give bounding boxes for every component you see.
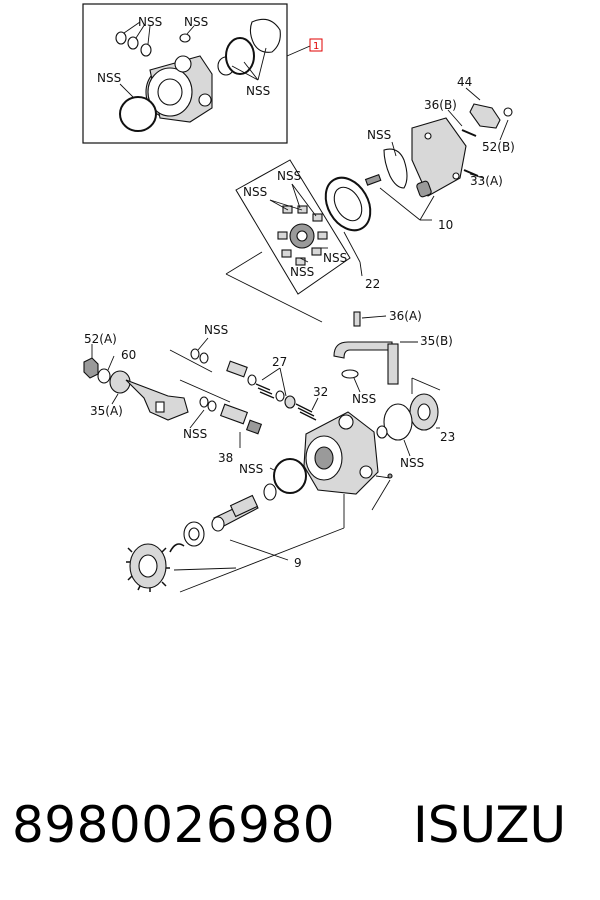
assembly-inset: NSS NSS NSS NSS 1 (82, 3, 323, 144)
part-callout-38: 38 (218, 451, 233, 465)
part-callout-36a: 36(A) (389, 309, 422, 323)
nss-label: NSS (290, 265, 314, 279)
rotor-vane-group: NSS NSS NSS NSS 22 (225, 159, 382, 323)
flow-valve-group: NSS 27 32 NSS 38 (169, 323, 328, 465)
part-callout-35a: 35(A) (90, 404, 123, 418)
brand-name: ISUZU (413, 796, 567, 854)
outlet-pipe-group: 36(A) 35(B) NSS (333, 309, 453, 406)
shaft-gear-group: NSS 9 (126, 458, 345, 593)
inset-frame (82, 3, 288, 144)
nss-label: NSS (246, 84, 270, 98)
nss-label: NSS (352, 392, 376, 406)
part-callout-35b: 35(B) (420, 334, 453, 348)
nss-label: NSS (184, 15, 208, 29)
part-caption: 8980026980 ISUZU (0, 790, 600, 870)
nss-label: NSS (243, 185, 267, 199)
part-callout-52a: 52(A) (84, 332, 117, 346)
rear-cover-group: 44 36(B) 52(B) 33(A) 10 NSS (367, 75, 515, 232)
nss-label: NSS (367, 128, 391, 142)
front-cover-group: 23 NSS (376, 377, 455, 470)
part-number: 8980026980 (12, 796, 336, 854)
part-callout-22: 22 (365, 277, 380, 291)
reference-box (309, 38, 323, 52)
exploded-parts-diagram: NSS NSS NSS NSS 1 44 36(B) 52(B) 33(A) 1… (82, 3, 515, 593)
nss-label: NSS (204, 323, 228, 337)
part-callout-10: 10 (438, 218, 453, 232)
nss-label: NSS (183, 427, 207, 441)
part-callout-36b: 36(B) (424, 98, 457, 112)
inlet-fitting-group: 52(A) 60 35(A) (83, 332, 189, 421)
nss-label: NSS (97, 71, 121, 85)
part-callout-44: 44 (457, 75, 472, 89)
part-callout-52b: 52(B) (482, 140, 515, 154)
nss-label: NSS (239, 462, 263, 476)
pump-housing (303, 411, 393, 528)
nss-label: NSS (277, 169, 301, 183)
reference-number: 1 (313, 41, 319, 52)
part-callout-60: 60 (121, 348, 136, 362)
part-callout-32: 32 (313, 385, 328, 399)
part-callout-9: 9 (294, 556, 302, 570)
nss-label: NSS (323, 251, 347, 265)
part-callout-27: 27 (272, 355, 287, 369)
part-callout-23: 23 (440, 430, 455, 444)
part-callout-33a: 33(A) (470, 174, 503, 188)
nss-label: NSS (138, 15, 162, 29)
nss-label: NSS (400, 456, 424, 470)
